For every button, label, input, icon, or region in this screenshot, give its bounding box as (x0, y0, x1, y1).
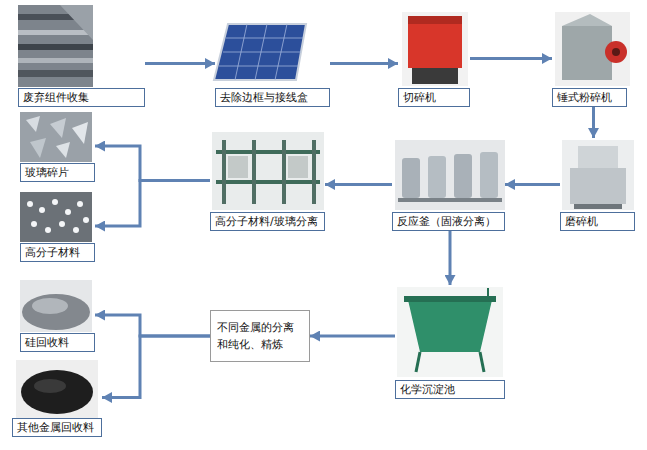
polymer-granules-photo (20, 192, 92, 242)
separation-plant-photo (212, 132, 324, 210)
flow-arrow (505, 183, 560, 186)
flow-arrow (310, 335, 395, 338)
flow-arrow (470, 57, 552, 60)
process-step: 玻璃碎片 (20, 110, 95, 182)
process-step: 化学沉淀池 (395, 285, 505, 399)
process-step: 磨碎机 (560, 138, 635, 231)
process-step: 高分子材料 (20, 190, 95, 262)
reactor-photo (395, 140, 505, 210)
step-caption: 化学沉淀池 (395, 380, 505, 399)
hammer-crusher-photo (555, 12, 630, 86)
step-caption: 高分子材料 (20, 243, 95, 262)
glass-shards-photo (20, 112, 92, 162)
process-box: 不同金属的分离和纯化、精炼 (210, 310, 310, 362)
flow-arrow (330, 62, 398, 65)
step-caption: 磨碎机 (560, 212, 635, 231)
flow-arrow (325, 183, 392, 186)
silicon-photo (20, 280, 92, 332)
step-caption: 去除边框与接线盒 (215, 88, 330, 107)
step-caption: 切碎机 (398, 88, 470, 107)
process-step: 硅回收料 (20, 278, 95, 352)
step-caption: 其他金属回收料 (12, 418, 102, 437)
solar-panel-photo (214, 24, 306, 80)
panel-stack-photo (18, 5, 93, 87)
process-step: 高分子材料/玻璃分离 (210, 130, 325, 231)
process-step: 去除边框与接线盒 (215, 20, 330, 107)
process-step: 反应釜（固液分离） (392, 138, 505, 231)
flow-arrow (449, 231, 452, 285)
step-caption: 反应釜（固液分离） (392, 212, 505, 231)
shredder-photo (402, 12, 468, 86)
settling-tank-photo (397, 287, 503, 377)
step-caption: 废弃组件收集 (18, 88, 145, 107)
flow-arrow (102, 336, 210, 398)
step-text: 不同金属的分离和纯化、精炼 (210, 310, 310, 362)
flow-arrow (592, 107, 595, 138)
flow-arrow (145, 62, 215, 65)
flow-arrow (95, 146, 210, 181)
process-step: 废弃组件收集 (18, 5, 145, 107)
process-step: 切碎机 (398, 10, 470, 107)
metal-powder-photo (16, 360, 98, 418)
grinder-photo (562, 140, 634, 210)
step-caption: 玻璃碎片 (20, 163, 95, 182)
flow-arrow (95, 315, 210, 336)
step-caption: 锤式粉碎机 (552, 88, 627, 107)
process-step: 锤式粉碎机 (552, 10, 627, 107)
step-caption: 硅回收料 (20, 333, 95, 352)
step-caption: 高分子材料/玻璃分离 (210, 212, 325, 231)
process-step: 其他金属回收料 (12, 358, 102, 437)
flow-arrow (95, 181, 210, 227)
